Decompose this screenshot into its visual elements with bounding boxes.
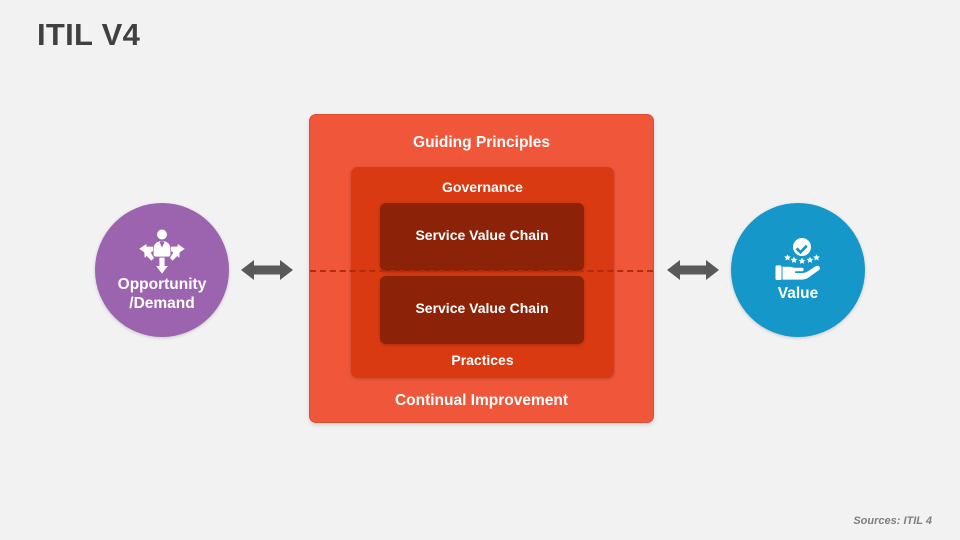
service-value-chain-box-bottom[interactable]: Service Value Chain xyxy=(380,276,584,344)
opportunity-demand-circle[interactable]: Opportunity /Demand xyxy=(95,203,229,337)
person-radiating-arrows-icon xyxy=(133,228,191,274)
double-arrow-right xyxy=(665,255,721,285)
practices-label: Practices xyxy=(451,352,514,368)
governance-practices-box[interactable]: Governance Service Value Chain Service V… xyxy=(351,167,614,378)
page-title: ITIL V4 xyxy=(37,17,141,52)
guiding-principles-label: Guiding Principles xyxy=(413,134,550,151)
governance-label: Governance xyxy=(442,179,523,195)
continual-improvement-label: Continual Improvement xyxy=(394,392,569,409)
service-value-chain-label-top: Service Value Chain xyxy=(415,227,549,243)
value-label: Value xyxy=(777,285,819,302)
service-value-chain-box-top[interactable]: Service Value Chain xyxy=(380,203,584,271)
double-arrow-left xyxy=(239,255,295,285)
value-circle[interactable]: Value xyxy=(731,203,865,337)
sources-footer: Sources: ITIL 4 xyxy=(853,515,932,527)
service-value-chain-label-bottom: Service Value Chain xyxy=(415,300,549,316)
hand-stars-check-icon xyxy=(769,237,827,283)
horizontal-dashed-divider xyxy=(310,270,653,272)
opportunity-demand-label-line1: Opportunity xyxy=(117,275,207,293)
opportunity-demand-label-line2: /Demand xyxy=(129,294,195,312)
service-value-system-outer[interactable]: Guiding Principles Governance Service Va… xyxy=(309,114,654,423)
